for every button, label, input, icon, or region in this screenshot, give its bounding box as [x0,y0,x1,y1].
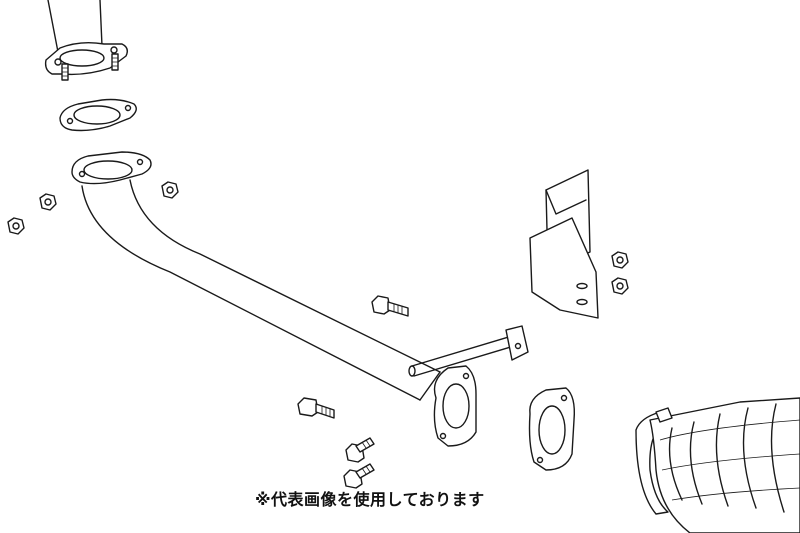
flange-gasket-lower [528,387,576,471]
bolt-icon [345,437,375,463]
flange-bolts [297,295,409,489]
flange-nuts [7,181,179,235]
mounting-bracket [529,169,599,319]
bolt-icon [297,397,335,419]
front-pipe [71,151,529,447]
bolt-icon [371,295,409,317]
nut-icon [7,217,25,235]
catalytic-converter [635,397,800,533]
flange-gasket-upper [59,98,137,132]
representative-image-notice: ※代表画像を使用しております [255,490,485,509]
upstream-pipe [44,0,129,81]
nut-icon [39,193,57,211]
nut-icon [611,277,629,295]
nut-icon [161,181,179,199]
bolt-icon [343,463,375,489]
bracket-nuts [611,251,629,295]
nut-icon [611,251,629,269]
